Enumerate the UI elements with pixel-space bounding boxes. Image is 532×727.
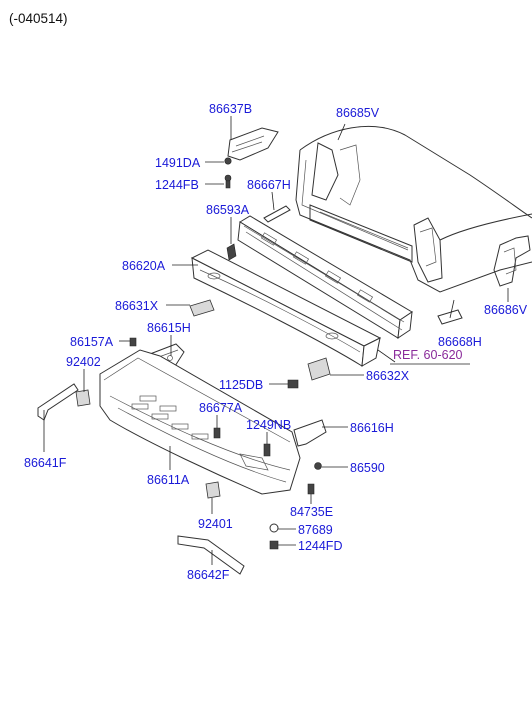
bolt-1125DB [287, 379, 299, 389]
screw-1244FD [269, 540, 279, 550]
label-1244FB[interactable]: 1244FB [155, 178, 199, 192]
reinforcement-beam-86593A [226, 215, 413, 340]
label-1125DB[interactable]: 1125DB [219, 378, 263, 392]
label-86667H[interactable]: 86667H [247, 178, 291, 192]
label-86615H[interactable]: 86615H [147, 321, 191, 335]
label-86616H[interactable]: 86616H [350, 421, 394, 435]
label-92401[interactable]: 92401 [198, 517, 233, 531]
label-1244FD[interactable]: 1244FD [298, 539, 342, 553]
applicability-range: (-040514) [9, 11, 68, 26]
part-86631X [189, 299, 215, 317]
label-86641F[interactable]: 86641F [24, 456, 67, 470]
molding-86641F [37, 383, 79, 421]
label-86668H[interactable]: 86668H [438, 335, 482, 349]
label-86677A[interactable]: 86677A [199, 401, 243, 415]
label-86590[interactable]: 86590 [350, 461, 385, 475]
lamp-92402 [75, 389, 91, 407]
molding-86642F [177, 535, 245, 575]
label-86632X[interactable]: 86632X [366, 369, 410, 383]
label-86686V[interactable]: 86686V [484, 303, 528, 317]
label-84735E[interactable]: 84735E [290, 505, 333, 519]
leader-lines [43, 116, 509, 565]
label-86620A[interactable]: 86620A [122, 259, 166, 273]
lamp-92401 [205, 481, 221, 499]
bracket-86637B [224, 127, 279, 189]
fastener-84735E [307, 483, 315, 495]
label-86685V[interactable]: 86685V [336, 106, 380, 120]
label-1491DA[interactable]: 1491DA [155, 156, 201, 170]
vehicle-body-illustration [295, 125, 532, 293]
part-86632X [307, 357, 331, 381]
label-92402[interactable]: 92402 [66, 355, 101, 369]
clip-87689 [269, 523, 279, 533]
label-86593A[interactable]: 86593A [206, 203, 250, 217]
bracket-86616H [293, 419, 327, 447]
part-86667H [263, 205, 291, 223]
label-86157A[interactable]: 86157A [70, 335, 114, 349]
clip-86157A [129, 337, 137, 347]
bumper-cover-86611A [99, 349, 301, 495]
label-87689[interactable]: 87689 [298, 523, 333, 537]
label-86611A[interactable]: 86611A [147, 473, 190, 487]
energy-absorber-86620A [190, 249, 382, 367]
label-1249NB[interactable]: 1249NB [246, 418, 291, 432]
label-86631X[interactable]: 86631X [115, 299, 159, 313]
reference-link[interactable]: REF. 60-620 [393, 348, 463, 362]
label-86637B[interactable]: 86637B [209, 102, 252, 116]
nut-86590 [314, 462, 322, 470]
label-86642F[interactable]: 86642F [187, 568, 230, 582]
